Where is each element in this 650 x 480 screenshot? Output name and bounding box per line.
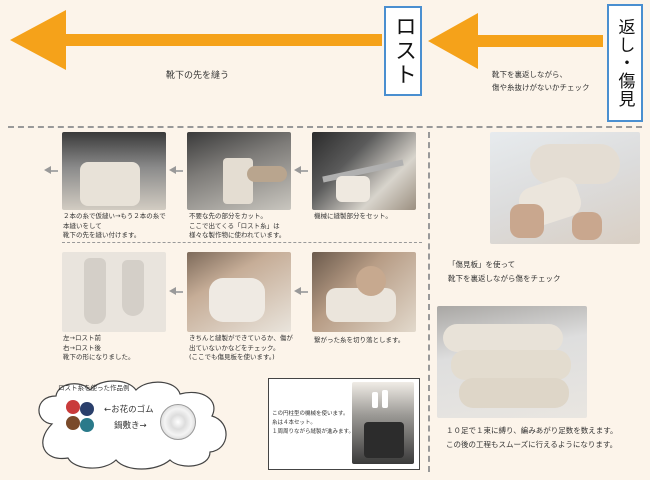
process-box-inspect: 返し・傷見 bbox=[607, 4, 643, 122]
photo-sewing-tip bbox=[62, 132, 166, 210]
header-caption-lost: 靴下の先を縫う bbox=[166, 71, 230, 81]
caption-step-sew: ２本の糸で仮縫い→もう２本の糸で 本縫いをして 靴下の先を縫い付けます。 bbox=[63, 212, 166, 239]
products-title: ロスト糸を使った作品例 bbox=[58, 384, 130, 392]
process-box-lost: ロスト bbox=[384, 6, 422, 96]
small-arrow-left bbox=[44, 166, 51, 174]
caption-inspection: 「傷見板」を使って 靴下を裏返しながら傷をチェック bbox=[448, 260, 561, 283]
big-arrow-left bbox=[10, 10, 382, 70]
photo-cut-thread bbox=[312, 252, 416, 332]
caption-step-trim: 繋がった糸を切り落とします。 bbox=[314, 336, 405, 344]
photo-before-after bbox=[62, 252, 166, 332]
photo-cut-excess bbox=[187, 132, 291, 210]
photo-cylinder-machine bbox=[352, 382, 414, 464]
products-item-flower: ←お花のゴム bbox=[104, 405, 154, 415]
small-arrow-left bbox=[294, 287, 301, 295]
small-arrow-left bbox=[169, 287, 176, 295]
caption-step-setup: 機械に縫製部分をセット。 bbox=[314, 212, 392, 220]
flower-hair-tie-image bbox=[62, 398, 98, 438]
caption-bundling: １０足で１束に縛り、編みあがり足数を数えます。 この後の工程もスムーズに行えるよ… bbox=[446, 426, 618, 449]
caption-step-check: きちんと縫製ができているか、傷が 出ていないかなどをチェック。 (ここでも傷見板… bbox=[189, 334, 293, 361]
caption-step-shape: 左→ロスト前 右→ロスト後 靴下の形になりました。 bbox=[63, 334, 135, 361]
small-arrow-left bbox=[294, 166, 301, 174]
dashed-divider bbox=[8, 126, 642, 128]
header-caption-inspect: 靴下を裏返しながら、 傷や糸抜けがないかチェック bbox=[492, 70, 590, 92]
photo-machine-setup bbox=[312, 132, 416, 210]
photo-check-seam bbox=[187, 252, 291, 332]
small-arrow-left bbox=[169, 166, 176, 174]
photo-socks-bundles bbox=[437, 306, 587, 418]
big-arrow-right bbox=[428, 13, 603, 69]
dashed-divider bbox=[62, 242, 422, 243]
trivet-image bbox=[160, 404, 196, 440]
machine-note-text: この円柱型の機械を使います。 糸は４本セット。 １周周りながら縫製が進みます。 bbox=[272, 411, 354, 435]
products-item-trivet: 鍋敷き→ bbox=[114, 421, 147, 431]
caption-step-cut: 不要な先の部分をカット。 ここで出てくる「ロスト糸」は 様々な製作物に使われてい… bbox=[189, 212, 286, 239]
photo-inspection-board bbox=[490, 132, 640, 244]
dashed-divider bbox=[428, 132, 430, 472]
